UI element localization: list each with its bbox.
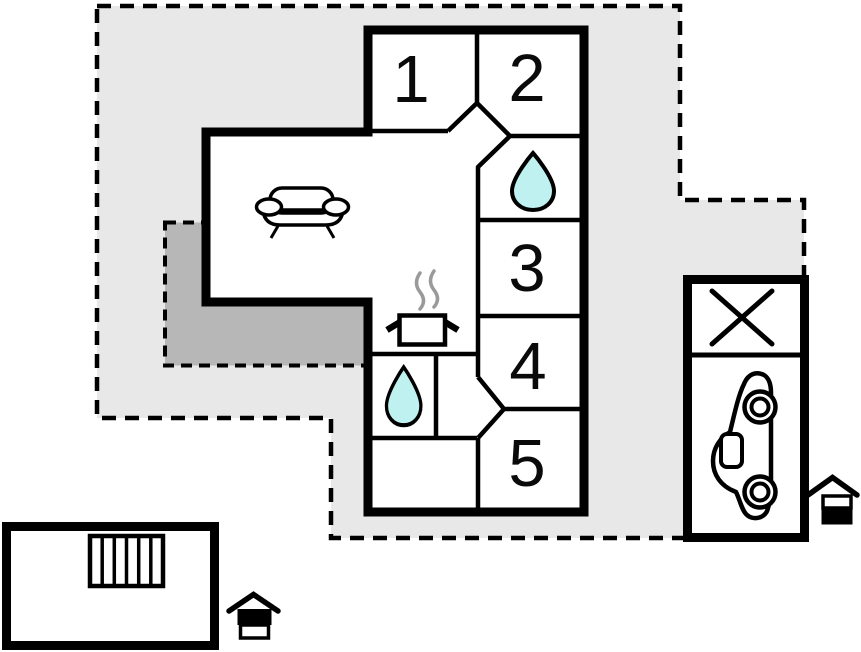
- steam-icon: [414, 269, 440, 311]
- room-label-5: 5: [508, 426, 545, 501]
- room-label-4: 4: [509, 329, 546, 404]
- room-label-2: 2: [508, 41, 545, 116]
- house-floor-indicator-bottom-filled-icon: [805, 474, 860, 525]
- sofa-icon: [254, 186, 351, 239]
- room-label-1: 1: [392, 42, 429, 117]
- stove-icon: [385, 269, 460, 347]
- water-drop-icon-large: [509, 149, 557, 213]
- house-floor-indicator-top-filled-icon: [226, 591, 281, 640]
- water-drop-icon-small: [384, 363, 423, 428]
- car-icon: [710, 371, 778, 521]
- room-label-3: 3: [508, 231, 545, 306]
- annex-building: [2, 522, 219, 650]
- stairs-icon: [87, 533, 166, 589]
- interior-walls: [366, 31, 582, 508]
- garage-building: [683, 275, 809, 542]
- cross-icon: [709, 288, 775, 347]
- pot-icon: [385, 313, 460, 347]
